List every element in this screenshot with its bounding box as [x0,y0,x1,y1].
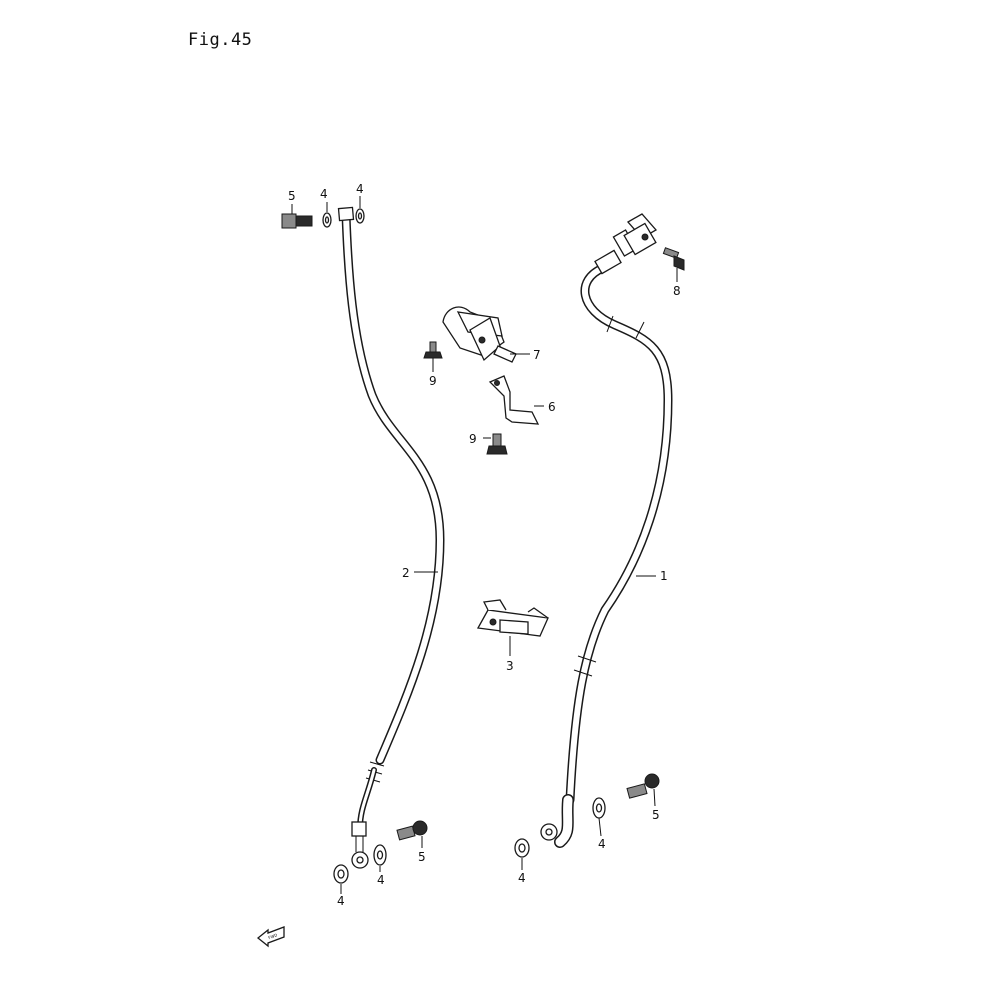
bolt-part-8[interactable] [662,247,685,271]
callout-6: 6 [548,400,556,414]
banjo-bolt-part-5-left[interactable] [396,820,428,841]
washer-part-4-a[interactable] [322,212,332,228]
bolt-part-9-upper[interactable] [423,341,443,359]
callout-4-a: 4 [320,187,328,201]
leader-lines [291,196,678,894]
forward-direction-arrow: FWD [256,926,285,948]
callout-4-f: 4 [598,837,606,851]
callout-7: 7 [533,348,541,362]
callout-4-e: 4 [518,871,526,885]
callout-9-a: 9 [429,374,437,388]
brake-hose-part-2[interactable] [337,206,445,869]
callout-2: 2 [402,566,410,580]
washer-part-4-c[interactable] [333,864,349,884]
clamp-part-3[interactable] [476,599,549,637]
banjo-bolt-part-5-right[interactable] [626,773,660,799]
callout-5-b: 5 [418,850,426,864]
callout-5-a: 5 [288,189,296,203]
washer-part-4-f[interactable] [592,797,606,819]
callout-3: 3 [506,659,514,673]
callout-5-c: 5 [652,808,660,822]
junction-block-part-7[interactable] [442,306,517,363]
callout-4-b: 4 [356,182,364,196]
washer-part-4-e[interactable] [514,838,530,858]
callout-9-b: 9 [469,432,477,446]
washer-part-4-d[interactable] [373,844,387,866]
callout-4-c: 4 [337,894,345,908]
arrow-left-icon [256,926,285,948]
washer-part-4-b[interactable] [355,208,365,224]
brake-hose-part-1[interactable] [540,213,673,848]
banjo-bolt-part-5-top[interactable] [281,213,313,229]
bracket-part-6[interactable] [488,375,540,425]
callout-1: 1 [660,569,668,583]
fwd-label: FWD [268,932,278,940]
callout-numbers: 1 2 3 4 4 4 4 4 4 5 5 5 6 7 8 9 9 [288,182,681,908]
figure-title: Fig.45 [188,30,253,50]
callout-4-d: 4 [377,873,385,887]
callout-8: 8 [673,284,681,298]
bolt-part-9-lower[interactable] [486,433,508,455]
